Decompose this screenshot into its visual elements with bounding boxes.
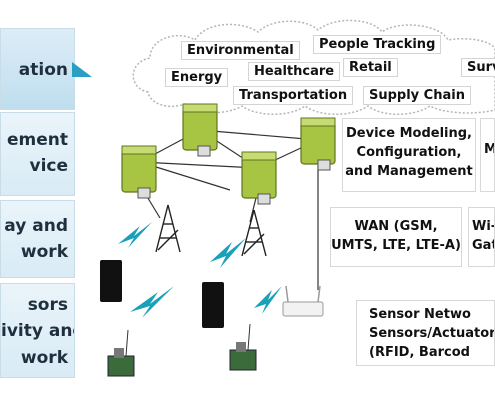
layer-sensor-line3: work — [20, 347, 68, 368]
layer-application: ation — [0, 28, 75, 110]
device-management-box: Device Modeling, Configuration, and Mana… — [342, 118, 476, 192]
device-management-line2: Configuration, — [356, 144, 462, 160]
wan-line1: WAN (GSM, — [354, 219, 438, 234]
app-label-retail: Retail — [343, 58, 398, 77]
sensor-network-box: Sensor Netwo Sensors/Actuator (RFID, Bar… — [356, 300, 495, 366]
wan-box: WAN (GSM, UMTS, LTE, LTE-A) — [330, 207, 462, 267]
app-label-people-tracking: People Tracking — [313, 35, 442, 54]
server-icon — [241, 151, 277, 205]
layer-sensor-line1: sors — [27, 295, 68, 315]
app-label-transportation: Transportation — [233, 86, 354, 105]
app-label-energy: Energy — [165, 68, 229, 87]
layer-application-label: ation — [18, 60, 68, 80]
wireless-signal-icons — [118, 222, 282, 318]
layer-gateway-line2: work — [20, 242, 68, 263]
cell-tower-icon — [155, 204, 181, 253]
wifi-line1: Wi- — [472, 219, 495, 234]
layer-sensor-connectivity: sors ivity and work — [0, 283, 75, 378]
server-icon — [300, 117, 336, 171]
app-label-surveillance: Surv — [461, 58, 495, 77]
app-label-healthcare: Healthcare — [248, 62, 341, 81]
wifi-line2: Gat — [472, 237, 494, 253]
sensor-line3: (RFID, Barcod — [369, 344, 470, 360]
sensor-line1: Sensor Netwo — [369, 307, 471, 322]
wifi-gateway-box: Wi- Gat — [468, 207, 495, 267]
pointer-arrow — [72, 62, 92, 77]
device-management-line1: Device Modeling, — [346, 126, 472, 141]
wan-line2: UMTS, LTE, LTE-A) — [331, 237, 461, 253]
cell-tower-icon — [241, 209, 267, 257]
layer-sensor-line2: ivity and — [1, 321, 74, 342]
sensor-line2: Sensors/Actuator — [369, 325, 495, 341]
layer-management-service: ement vice — [0, 112, 75, 196]
sensor-board-icon — [107, 329, 135, 377]
management-partial-box: M — [480, 118, 495, 192]
mobile-device-icon — [202, 282, 224, 328]
device-management-line3: and Management — [345, 163, 473, 179]
management-partial-label: M — [484, 141, 494, 160]
server-icon — [121, 145, 157, 199]
sensor-board-icon — [229, 323, 257, 371]
app-label-supply-chain: Supply Chain — [363, 86, 471, 105]
layer-management-line2: vice — [29, 156, 68, 177]
wifi-router-icon — [282, 285, 324, 317]
app-label-environmental: Environmental — [181, 41, 300, 60]
mobile-device-icon — [100, 260, 122, 302]
layer-management-line1: ement — [6, 130, 68, 150]
server-icon — [182, 103, 218, 157]
layer-gateway-network: ay and work — [0, 200, 75, 278]
layer-gateway-line1: ay and — [4, 216, 68, 236]
